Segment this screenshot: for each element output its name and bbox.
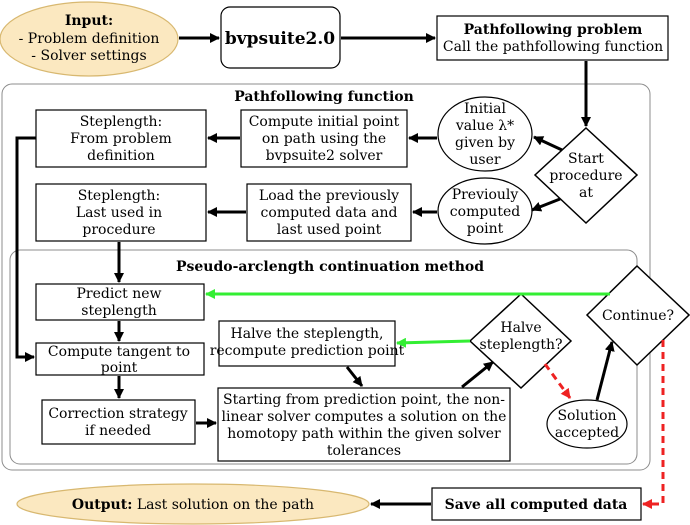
load-previous-line-1: Load the previously — [259, 188, 399, 204]
solver-line-3: homotopy path within the given solver — [227, 426, 501, 442]
bvpsuite-label: bvpsuite2.0 — [225, 29, 335, 49]
solver-line-1: Starting from prediction point, the non- — [223, 392, 505, 408]
correction-node: Correction strategy if needed — [41, 399, 196, 445]
input-line-2: - Solver settings — [31, 48, 146, 64]
steplength-problem-line-1: Steplength: — [80, 114, 163, 130]
start-procedure-node: Start procedure at — [533, 126, 639, 225]
initial-value-line-2: value λ* — [455, 118, 514, 134]
output-value: Last solution on the path — [137, 497, 314, 513]
output-text: Output: Last solution on the path — [72, 497, 314, 513]
halve-box-line-1: Halve the steplength, — [231, 326, 384, 342]
continue-node: Continue? — [585, 264, 690, 367]
arrow-solver-to-diamond — [461, 360, 494, 389]
steplength-last-line-2: Last used in — [76, 205, 162, 221]
input-line-1: - Problem definition — [19, 31, 160, 47]
compute-initial-node: Compute initial point on path using the … — [240, 109, 408, 168]
arrow-start-to-previous — [531, 197, 561, 212]
input-title: Input: — [65, 13, 113, 29]
halve-box-node: Halve the steplength, recompute predicti… — [210, 320, 405, 367]
steplength-last-node: Steplength: Last used in procedure — [35, 183, 207, 242]
initial-value-line-4: user — [469, 152, 500, 168]
solver-node: Starting from prediction point, the non-… — [217, 387, 511, 462]
bvpsuite-node: bvpsuite2.0 — [220, 6, 341, 69]
start-procedure-line-1: Start — [568, 151, 604, 167]
pathfollowing-function-title: Pathfollowing function — [234, 89, 414, 105]
arrow-halve-to-solver — [345, 366, 364, 387]
load-previous-line-3: last used point — [277, 222, 382, 238]
pathfollowing-problem-title: Pathfollowing problem — [464, 22, 643, 38]
halve-diamond-line-1: Halve — [500, 320, 541, 336]
save-node: Save all computed data — [431, 487, 642, 521]
predict-line-1: Predict new — [76, 286, 161, 302]
steplength-problem-line-2: From problem — [70, 131, 172, 147]
arrow-accepted-to-continue — [595, 341, 615, 401]
steplength-problem-line-3: definition — [87, 148, 155, 164]
predict-line-2: steplength — [81, 303, 156, 319]
arrow-continue-to-save — [642, 340, 665, 509]
halve-diamond-node: Halve steplength? — [468, 292, 573, 390]
load-previous-node: Load the previously computed data and la… — [246, 183, 412, 242]
start-procedure-line-3: at — [579, 185, 593, 201]
arrow-diamond-to-halve — [396, 337, 471, 348]
initial-value-line-1: Initial — [464, 101, 506, 117]
solver-line-2: linear solver computes a solution on the — [222, 409, 507, 425]
compute-initial-line-3: bvpsuite2 solver — [266, 148, 383, 164]
output-title: Output: — [72, 497, 132, 513]
halve-diamond-line-2: steplength? — [480, 337, 563, 353]
tangent-line-2: point — [101, 360, 138, 376]
pathfollowing-problem-node: Pathfollowing problem Call the pathfollo… — [436, 15, 669, 61]
previously-computed-line-1: Previouly — [452, 187, 519, 203]
tangent-node: Compute tangent to point — [35, 342, 205, 376]
pathfollowing-function-frame — [1, 83, 651, 471]
connectors — [15, 33, 665, 509]
tangent-line-1: Compute tangent to — [48, 344, 190, 360]
load-previous-line-2: computed data and — [261, 205, 398, 221]
steplength-problem-node: Steplength: From problem definition — [35, 109, 207, 168]
halve-box-line-2: recompute prediction point — [210, 343, 405, 359]
solver-line-4: tolerances — [327, 443, 401, 459]
initial-value-line-3: given by — [455, 135, 515, 151]
pathfollowing-problem-subtitle: Call the pathfollowing function — [443, 39, 663, 55]
previously-computed-node: Previouly computed point — [437, 177, 533, 245]
solution-accepted-node: Solution accepted — [546, 399, 628, 449]
steplength-last-line-1: Steplength: — [78, 188, 161, 204]
output-node: Output: Last solution on the path — [16, 483, 370, 525]
arrow-diamond-to-accepted — [543, 363, 572, 399]
correction-line-1: Correction strategy — [48, 406, 187, 422]
continue-label: Continue? — [602, 308, 674, 324]
save-label: Save all computed data — [445, 497, 628, 513]
compute-initial-line-2: on path using the — [262, 131, 386, 147]
start-procedure-line-2: procedure — [549, 168, 622, 184]
initial-value-node: Initial value λ* given by user — [437, 96, 533, 172]
correction-line-2: if needed — [85, 423, 151, 439]
previously-computed-line-2: computed — [450, 204, 520, 220]
compute-initial-line-1: Compute initial point — [249, 114, 400, 130]
arrow-start-to-initial — [533, 135, 563, 152]
steplength-last-line-3: procedure — [82, 222, 155, 238]
predict-node: Predict new steplength — [35, 283, 205, 321]
input-node: Input: - Problem definition - Solver set… — [0, 1, 179, 77]
solution-accepted-line-2: accepted — [555, 425, 619, 441]
pseudo-arclength-title: Pseudo-arclength continuation method — [176, 259, 484, 275]
arrow-steplength-problem-to-tangent — [15, 136, 36, 362]
solution-accepted-line-1: Solution — [557, 408, 616, 424]
previously-computed-line-3: point — [467, 221, 504, 237]
